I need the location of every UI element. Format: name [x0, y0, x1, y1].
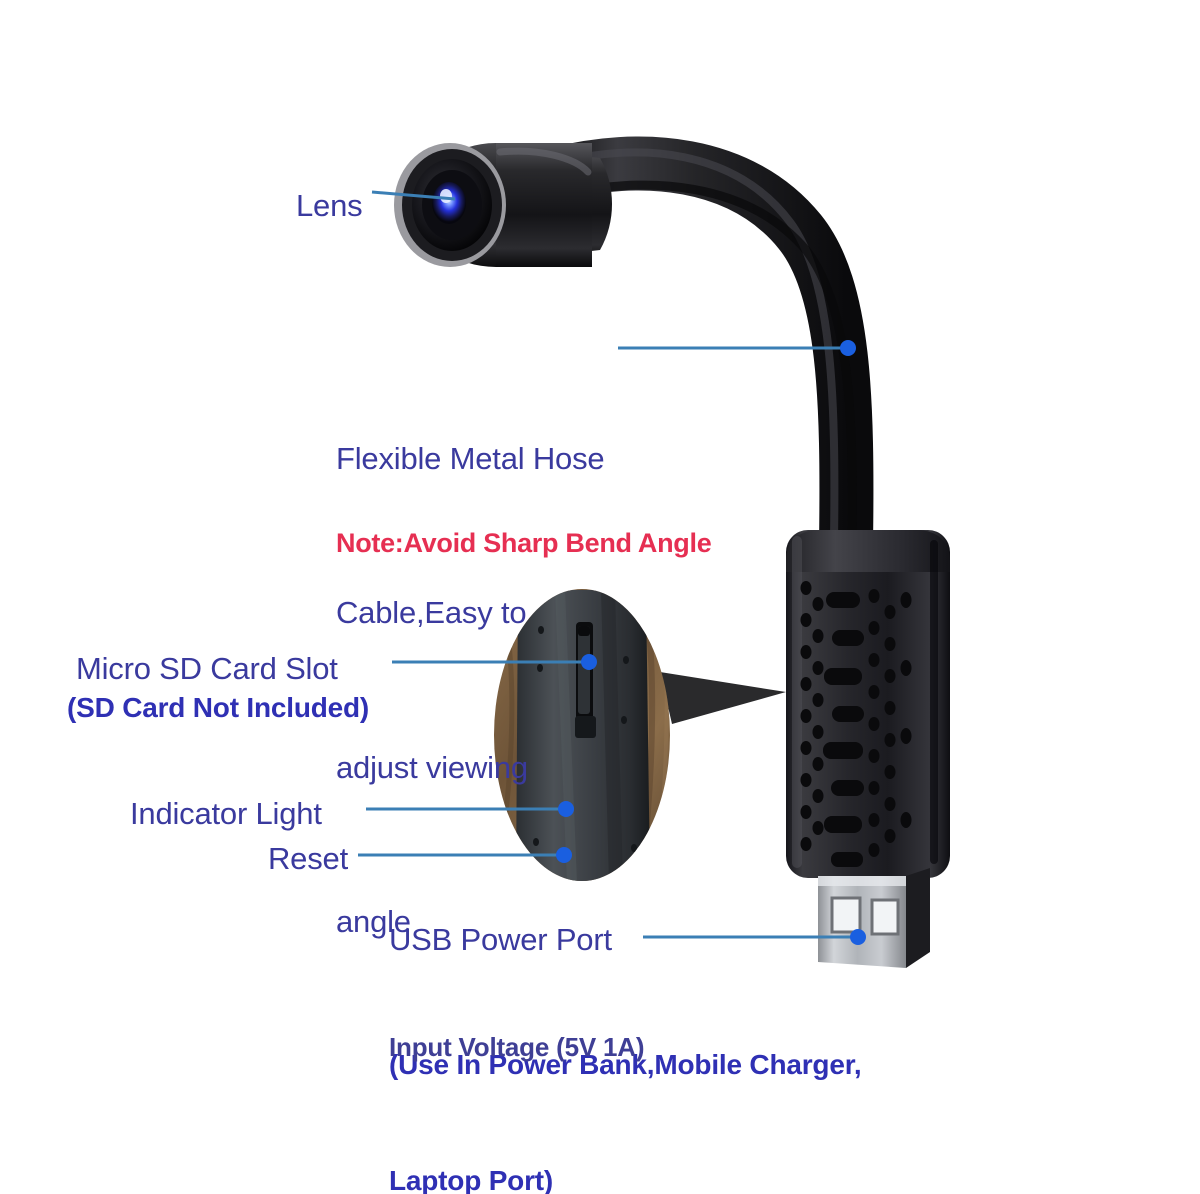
usb-usage-line-2: Laptop Port): [389, 1165, 554, 1194]
flexible-gooseneck-cable: [526, 136, 874, 572]
hose-line-1: Flexible Metal Hose: [336, 440, 605, 476]
detail-pointer-wedge: [660, 672, 786, 724]
leader-dot-sd-slot: [581, 654, 597, 670]
hose-line-2: Cable,Easy to: [336, 595, 527, 631]
leader-dot-reset: [556, 847, 572, 863]
leader-dots: [556, 340, 866, 945]
leader-lines: [358, 190, 858, 939]
leader-dot-indicator-light: [558, 801, 574, 817]
leader-lens: [371, 190, 456, 201]
callout-label-reset: Reset: [268, 841, 348, 876]
callout-label-indicator-light: Indicator Light: [130, 796, 322, 831]
vent-slots: [823, 592, 864, 867]
hose-line-3: adjust viewing: [336, 749, 528, 785]
callout-label-lens: Lens: [296, 188, 363, 223]
vent-holes: [800, 581, 912, 857]
hose-line-4: angle: [336, 903, 411, 939]
usb-body: [786, 530, 950, 878]
callout-label-micro-sd-card-slot: Micro SD Card Slot: [76, 651, 338, 686]
callout-label-input-voltage: Input Voltage (5V 1A): [389, 1032, 645, 1062]
camera-lens-head: [394, 143, 612, 267]
callout-label-note-bend-angle: Note:Avoid Sharp Bend Angle: [336, 528, 712, 558]
callout-label-flexible-metal-hose: Flexible Metal Hose Cable,Easy to adjust…: [336, 330, 605, 1050]
callout-label-sd-card-not-included: (SD Card Not Included): [67, 692, 370, 723]
usb-connector: [818, 868, 930, 968]
callout-label-usb-power-port: USB Power Port: [389, 922, 612, 957]
callout-label-usb-power-port-usage: (Use In Power Bank,Mobile Charger, Lapto…: [389, 969, 862, 1194]
usb-usage-line-1: (Use In Power Bank,Mobile Charger,: [389, 1049, 862, 1081]
leader-dot-hose: [840, 340, 856, 356]
leader-dot-usb-power: [850, 929, 866, 945]
